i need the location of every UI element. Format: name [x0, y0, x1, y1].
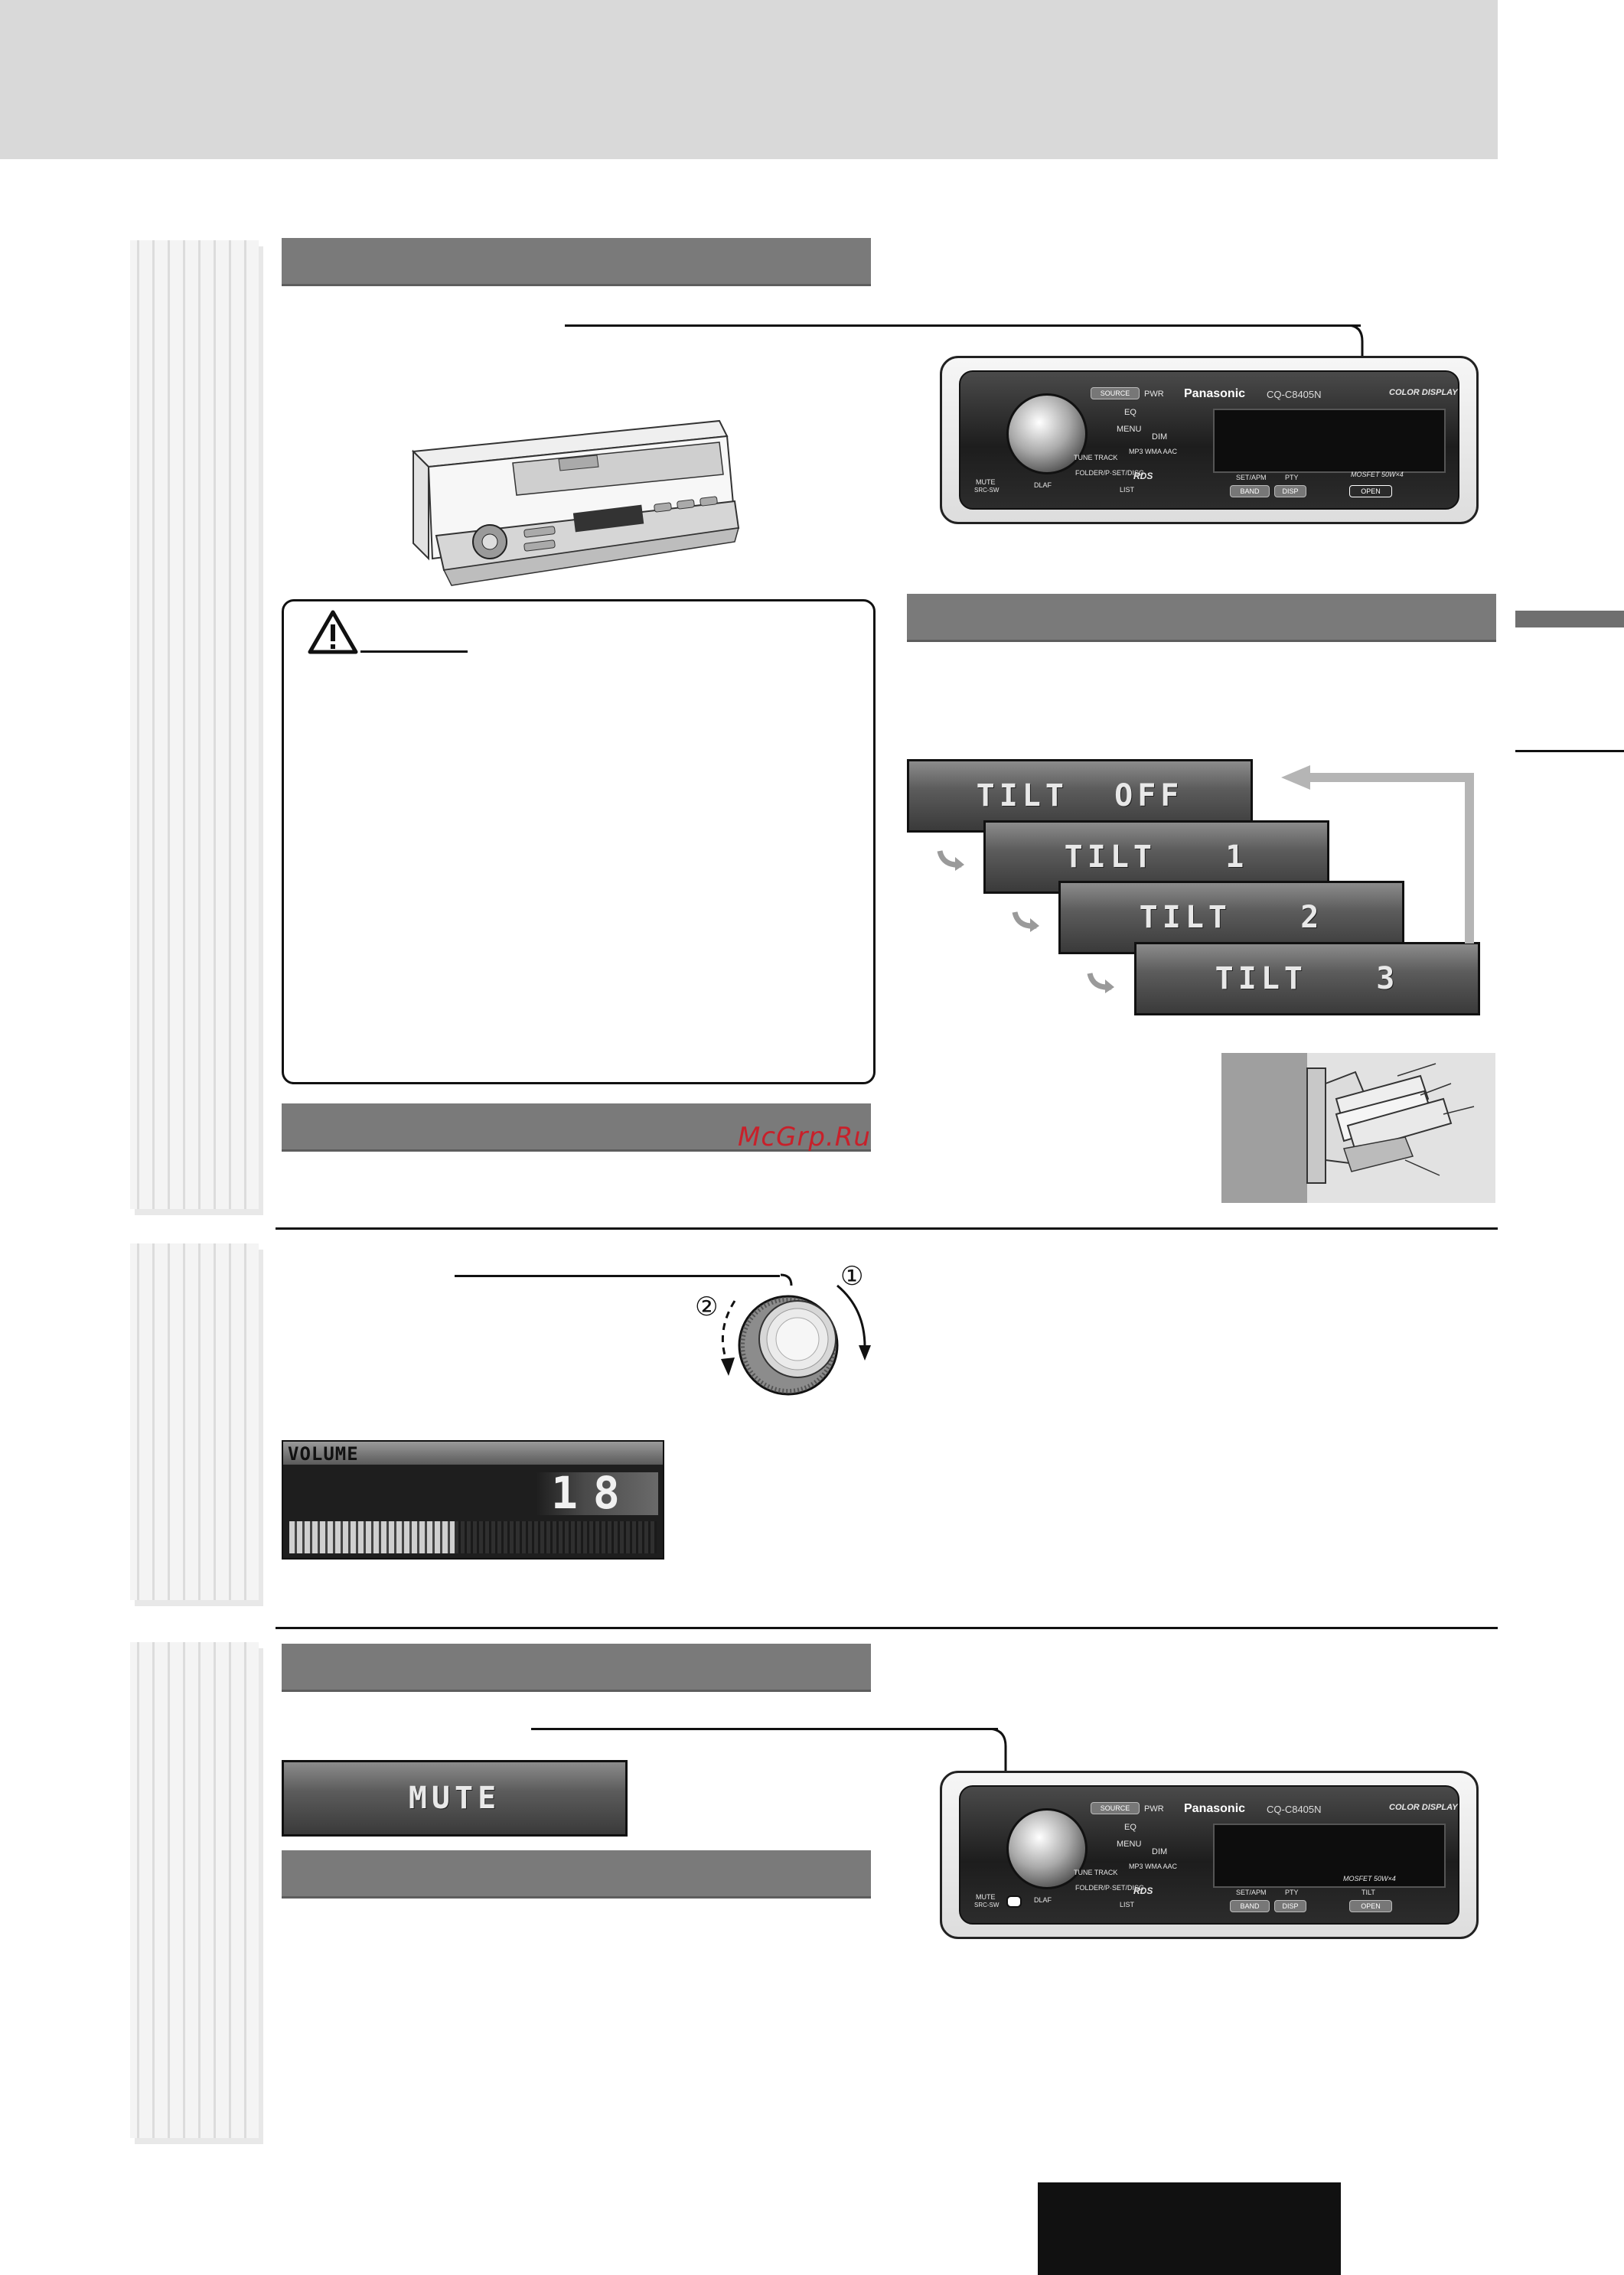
tune-track-label: TUNE TRACK: [1074, 1869, 1118, 1876]
menu-label: MENU: [1117, 1840, 1142, 1849]
dim-label: DIM: [1152, 1847, 1168, 1856]
pwr-label: PWR: [1144, 1804, 1164, 1814]
section-bar-tilt: [907, 594, 1496, 642]
section-divider-1: [276, 1227, 1498, 1230]
mute-button-leader-curve: [987, 1728, 1007, 1915]
chapter-tab-marker: [1515, 611, 1624, 627]
volume-level-fill: [289, 1521, 455, 1553]
stereo-brand: Panasonic: [1184, 387, 1246, 400]
stereo-front-panel: Panasonic CQ-C8405N COLOR DISPLAY SOURCE…: [959, 370, 1459, 510]
section-bar-open-panel: [282, 238, 871, 286]
mute-label: MUTE: [976, 1893, 996, 1901]
band-button[interactable]: BAND: [1230, 485, 1270, 497]
section-bar-mute: [282, 1644, 871, 1692]
open-button-leader-line: [565, 324, 1361, 327]
folder-pset-disc-label: FOLDER/P·SET/DISC: [1075, 469, 1144, 477]
band-button[interactable]: BAND: [1230, 1900, 1270, 1912]
open-button-leader-curve: [1347, 324, 1364, 489]
rds-logo: RDS: [1133, 1886, 1153, 1896]
volume-display-header: [283, 1442, 663, 1465]
mp3-wma-aac-label: MP3 WMA AAC: [1129, 1863, 1178, 1870]
dlaf-label: DLAF: [1034, 481, 1052, 489]
open-button[interactable]: OPEN: [1349, 1900, 1392, 1912]
section-2-side-strip: [130, 1243, 259, 1600]
color-display-label: COLOR DISPLAY: [1389, 1803, 1458, 1812]
eq-label: EQ: [1124, 408, 1136, 417]
eq-label: EQ: [1124, 1823, 1136, 1832]
section-bar-mute-sub: [282, 1850, 871, 1899]
volume-label: VOLUME: [288, 1443, 359, 1465]
header-band: [0, 0, 1498, 159]
src-sw-label: SRC-SW: [974, 487, 1000, 494]
rds-logo: RDS: [1133, 471, 1153, 481]
caution-header-rule: [360, 650, 468, 653]
stereo-faceplate-bottom: Panasonic CQ-C8405N COLOR DISPLAY SOURCE…: [940, 1771, 1479, 1939]
step-arrow-icon: [1012, 911, 1039, 932]
src-sw-label: SRC-SW: [974, 1902, 1000, 1908]
volume-knob-illustration: [721, 1273, 871, 1396]
tilt-label: TILT: [1361, 1889, 1375, 1896]
stereo-display-window: [1213, 1824, 1446, 1888]
cycle-return-arrow: [1281, 765, 1474, 944]
menu-label: MENU: [1117, 425, 1142, 434]
tilt-angle-illustration: [1221, 1053, 1495, 1203]
knob-step-1-label: ①: [840, 1261, 864, 1292]
list-label: LIST: [1120, 486, 1135, 494]
source-button[interactable]: SOURCE: [1091, 387, 1140, 399]
disp-button[interactable]: DISP: [1274, 1900, 1306, 1912]
volume-knob[interactable]: [1006, 1808, 1088, 1889]
pwr-label: PWR: [1144, 389, 1164, 399]
mute-display: MUTE: [282, 1760, 628, 1837]
mute-button[interactable]: [1006, 1895, 1022, 1908]
dim-label: DIM: [1152, 432, 1168, 442]
stereo-faceplate-top: Panasonic CQ-C8405N COLOR DISPLAY SOURCE…: [940, 356, 1479, 524]
open-button[interactable]: OPEN: [1349, 485, 1392, 497]
mosfet-label: MOSFET 50W×4: [1351, 471, 1404, 478]
step-arrow-icon: [1087, 973, 1114, 993]
watermark: McGrp.Ru: [738, 1122, 871, 1152]
open-faceplate-illustration: [411, 419, 740, 586]
chapter-divider: [1515, 750, 1624, 752]
volume-value: 18: [551, 1467, 635, 1519]
section-divider-2: [276, 1627, 1498, 1629]
volume-value-box: [536, 1472, 658, 1515]
disp-button[interactable]: DISP: [1274, 485, 1306, 497]
stereo-model: CQ-C8405N: [1267, 1804, 1322, 1815]
knob-step-2-label: ②: [695, 1292, 719, 1322]
list-label: LIST: [1120, 1901, 1135, 1908]
caution-box: [282, 599, 876, 1084]
pty-label: PTY: [1285, 1889, 1299, 1896]
page-number-tab: [1038, 2182, 1341, 2275]
mosfet-label: MOSFET 50W×4: [1343, 1875, 1396, 1882]
stereo-brand: Panasonic: [1184, 1802, 1246, 1815]
step-arrow-icon: [937, 850, 964, 871]
source-button[interactable]: SOURCE: [1091, 1802, 1140, 1814]
section-bar-remove-panel: [282, 1103, 871, 1152]
stereo-model: CQ-C8405N: [1267, 389, 1322, 400]
mute-label: MUTE: [976, 478, 996, 486]
set-apm-label: SET/APM: [1236, 474, 1267, 481]
stereo-display-window: [1213, 409, 1446, 473]
volume-display: VOLUME 18: [282, 1440, 664, 1560]
volume-knob-leader-line: [455, 1275, 780, 1277]
tune-track-label: TUNE TRACK: [1074, 454, 1118, 461]
stereo-front-panel: Panasonic CQ-C8405N COLOR DISPLAY SOURCE…: [959, 1785, 1459, 1925]
section-1-side-strip: [130, 240, 259, 1209]
volume-knob[interactable]: [1006, 393, 1088, 474]
mp3-wma-aac-label: MP3 WMA AAC: [1129, 448, 1178, 455]
warning-triangle-icon: [308, 610, 358, 654]
pty-label: PTY: [1285, 474, 1299, 481]
color-display-label: COLOR DISPLAY: [1389, 388, 1458, 397]
mute-button-leader-line: [531, 1728, 998, 1730]
section-3-side-strip: [130, 1642, 259, 2138]
tilt-display-3: TILT 3: [1134, 942, 1480, 1015]
folder-pset-disc-label: FOLDER/P·SET/DISC: [1075, 1884, 1144, 1892]
set-apm-label: SET/APM: [1236, 1889, 1267, 1896]
dlaf-label: DLAF: [1034, 1896, 1052, 1904]
